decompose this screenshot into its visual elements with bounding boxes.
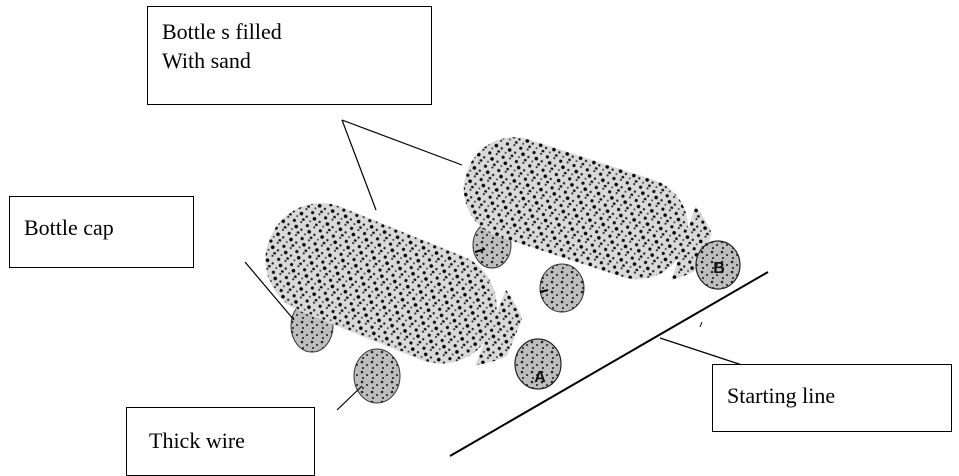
label-thick-wire: Thick wire xyxy=(126,407,315,476)
pointer-bottles-to-b xyxy=(342,120,462,165)
pointer-thick-wire xyxy=(337,386,362,410)
bottle-b: B xyxy=(451,124,740,312)
bottle-a-marker: A xyxy=(534,369,546,386)
pointer-bottles-to-a xyxy=(342,120,376,210)
bottle-b-marker: B xyxy=(713,260,725,277)
label-bottles-line2: With sand xyxy=(162,46,431,75)
label-starting-line: Starting line xyxy=(712,364,952,432)
label-bottle-cap: Bottle cap xyxy=(9,196,194,268)
label-bottles-line1: Bottle s filled xyxy=(162,17,431,46)
wheel-icon xyxy=(540,264,584,312)
label-bottles-filled-with-sand: Bottle s filled With sand xyxy=(147,6,432,105)
pointer-starting-line xyxy=(660,338,745,366)
starting-line-tick xyxy=(700,322,702,327)
wheel-icon xyxy=(354,349,400,403)
